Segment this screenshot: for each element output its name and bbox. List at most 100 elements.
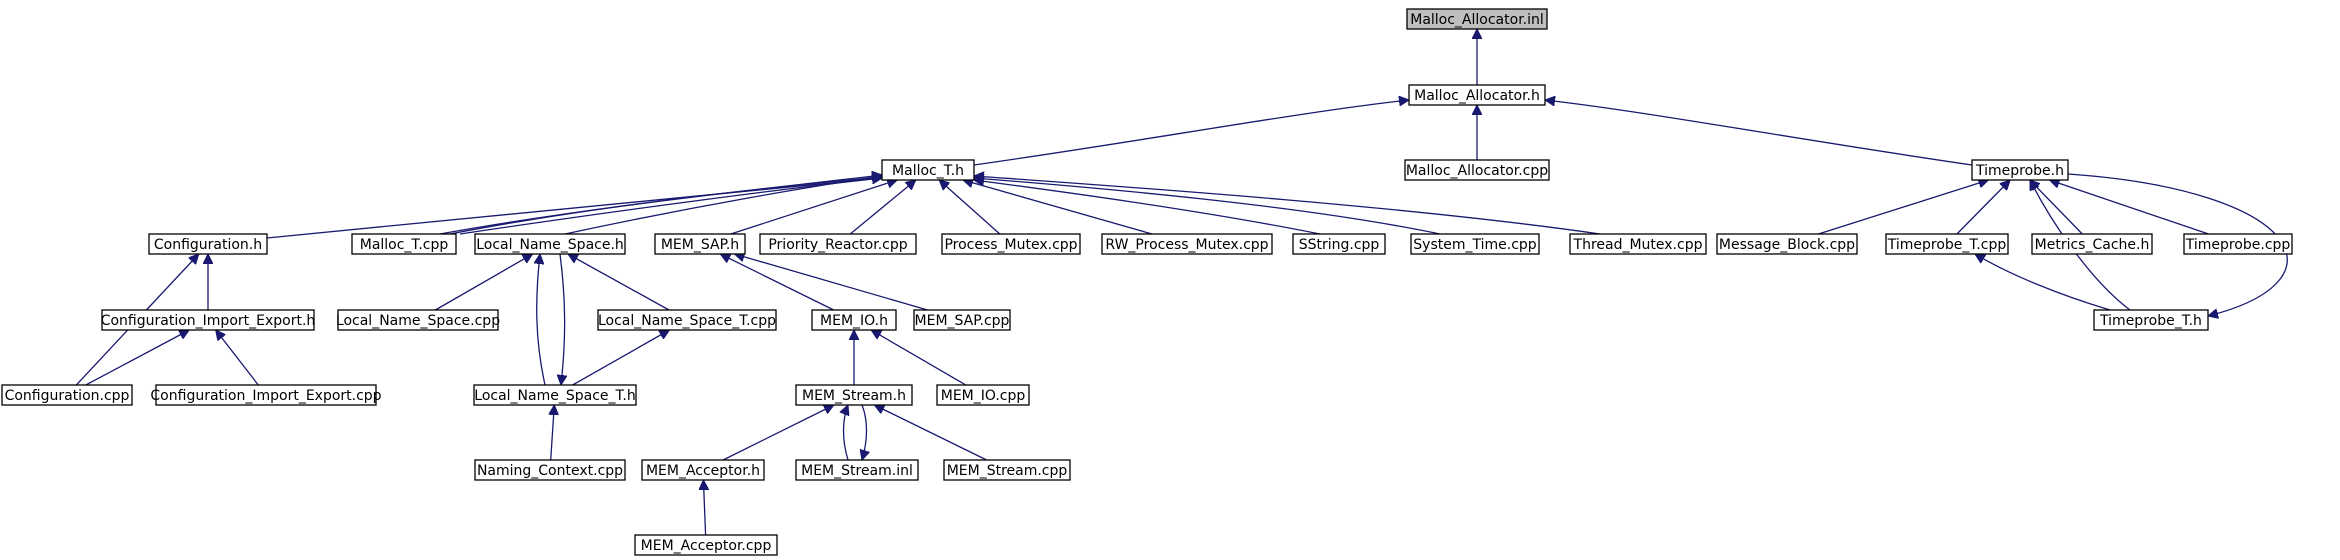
node-mem-io-cpp[interactable]: MEM_IO.cpp (936, 384, 1030, 406)
node-malloc-allocator-h[interactable]: Malloc_Allocator.h (1408, 84, 1546, 106)
node-mem-acceptor-h[interactable]: MEM_Acceptor.h (641, 459, 765, 481)
node-label: Priority_Reactor.cpp (768, 237, 907, 253)
edge-timeprobe-t-h-to-timeprobe-t-cpp (1975, 254, 2111, 311)
edge-thread-mutex-cpp-to-malloc-t-h (974, 176, 1601, 235)
node-box (155, 384, 377, 406)
node-box (1292, 233, 1386, 255)
node-mem-acceptor-cpp[interactable]: MEM_Acceptor.cpp (634, 534, 778, 556)
node-timeprobe-h[interactable]: Timeprobe.h (1971, 159, 2069, 181)
node-box (597, 309, 777, 331)
node-label: Local_Name_Space_T.h (474, 388, 635, 404)
node-box (941, 233, 1081, 255)
node-box (101, 309, 315, 331)
node-rw-process-mutex-cpp[interactable]: RW_Process_Mutex.cpp (1101, 233, 1273, 255)
node-label: Malloc_Allocator.cpp (1406, 163, 1548, 179)
node-box (148, 233, 268, 255)
node-box (473, 384, 637, 406)
node-mem-io-h[interactable]: MEM_IO.h (811, 309, 897, 331)
edge-mem-stream-h-to-mem-stream-inl (862, 404, 867, 460)
edge-timeprobe-cpp-to-timeprobe-h (2050, 180, 2209, 235)
node-box (634, 534, 778, 556)
edge-mem-sap-h-to-malloc-t-h (730, 180, 897, 235)
edge-process-mutex-cpp-to-malloc-t-h (939, 180, 1001, 235)
node-local-name-space-t-h[interactable]: Local_Name_Space_T.h (473, 384, 637, 406)
node-label: Configuration_Import_Export.h (101, 313, 316, 329)
node-box (654, 233, 746, 255)
node-priority-reactor-cpp[interactable]: Priority_Reactor.cpp (759, 233, 917, 255)
node-box (936, 384, 1030, 406)
edge-local-name-space-t-h-to-malloc-t-h (459, 178, 882, 235)
edge-configuration-import-export-cpp-to-configuration-import-export-h (216, 330, 259, 386)
edge-mem-sap-cpp-to-mem-sap-h (735, 254, 928, 311)
edge-configuration-cpp-to-configuration-import-export-h (85, 329, 189, 386)
node-box (2183, 233, 2293, 255)
node-malloc-t-cpp[interactable]: Malloc_T.cpp (351, 233, 457, 255)
node-label: MEM_Stream.inl (801, 463, 913, 479)
edge-mem-stream-cpp-to-mem-stream-h (874, 405, 987, 461)
node-mem-sap-h[interactable]: MEM_SAP.h (654, 233, 746, 255)
node-timeprobe-cpp[interactable]: Timeprobe.cpp (2183, 233, 2293, 255)
edge-local-name-space-h-to-malloc-t-h (564, 176, 882, 235)
edge-sstring-cpp-to-malloc-t-h (974, 180, 1321, 235)
node-mem-stream-inl[interactable]: MEM_Stream.inl (795, 459, 919, 481)
node-process-mutex-cpp[interactable]: Process_Mutex.cpp (941, 233, 1081, 255)
edge-configuration-h-to-malloc-t-h (266, 178, 882, 239)
edge-local-name-space-cpp-to-local-name-space-h (435, 253, 532, 311)
node-label: Timeprobe_T.cpp (1887, 237, 2007, 253)
edge-local-name-space-cpp-to-malloc-t-h (449, 177, 882, 235)
edge-local-name-space-t-h-to-local-name-space-h (537, 254, 546, 386)
node-metrics-cache-h[interactable]: Metrics_Cache.h (2031, 233, 2153, 255)
node-mem-stream-cpp[interactable]: MEM_Stream.cpp (943, 459, 1071, 481)
node-timeprobe-t-cpp[interactable]: Timeprobe_T.cpp (1885, 233, 2009, 255)
node-mem-sap-cpp[interactable]: MEM_SAP.cpp (913, 309, 1011, 331)
node-label: Message_Block.cpp (1719, 237, 1855, 253)
node-box (2093, 309, 2209, 331)
node-box (1716, 233, 1858, 255)
node-label: Timeprobe_T.h (2099, 313, 2202, 329)
node-configuration-import-export-cpp[interactable]: Configuration_Import_Export.cpp (150, 384, 382, 406)
node-configuration-h[interactable]: Configuration.h (148, 233, 268, 255)
node-timeprobe-t-h[interactable]: Timeprobe_T.h (2093, 309, 2209, 331)
node-local-name-space-t-cpp[interactable]: Local_Name_Space_T.cpp (597, 309, 777, 331)
node-malloc-allocator-cpp[interactable]: Malloc_Allocator.cpp (1404, 159, 1550, 181)
node-malloc-t-h[interactable]: Malloc_T.h (881, 159, 975, 181)
node-system-time-cpp[interactable]: System_Time.cpp (1410, 233, 1540, 255)
node-box (881, 159, 975, 181)
node-label: Malloc_Allocator.inl (1410, 12, 1544, 28)
node-label: Configuration.h (154, 237, 262, 253)
node-configuration-cpp[interactable]: Configuration.cpp (1, 384, 133, 406)
node-label: System_Time.cpp (1413, 237, 1537, 253)
node-box (351, 233, 457, 255)
node-box (474, 233, 626, 255)
node-label: MEM_SAP.h (661, 237, 739, 253)
edge-mem-io-cpp-to-mem-io-h (871, 330, 967, 386)
node-sstring-cpp[interactable]: SString.cpp (1292, 233, 1386, 255)
node-malloc-allocator-inl[interactable]: Malloc_Allocator.inl (1406, 8, 1548, 30)
edge-malloc-t-h-to-malloc-allocator-h (973, 100, 1409, 166)
node-local-name-space-cpp[interactable]: Local_Name_Space.cpp (336, 309, 500, 331)
node-thread-mutex-cpp[interactable]: Thread_Mutex.cpp (1569, 233, 1707, 255)
node-label: MEM_Stream.cpp (947, 463, 1068, 479)
edge-timeprobe-t-cpp-to-timeprobe-h (1956, 180, 2010, 235)
edge-rw-process-mutex-cpp-to-malloc-t-h (963, 180, 1153, 235)
node-label: Timeprobe.h (1975, 163, 2064, 179)
node-mem-stream-h[interactable]: MEM_Stream.h (795, 384, 913, 406)
node-label: MEM_IO.h (820, 313, 888, 329)
node-box (1, 384, 133, 406)
node-configuration-import-export-h[interactable]: Configuration_Import_Export.h (101, 309, 316, 331)
edge-mem-stream-inl-to-mem-stream-h (844, 405, 849, 461)
node-label: MEM_Stream.h (802, 388, 906, 404)
node-label: Configuration.cpp (5, 388, 130, 404)
edge-message-block-cpp-to-timeprobe-h (1818, 180, 1989, 235)
node-naming-context-cpp[interactable]: Naming_Context.cpp (474, 459, 626, 481)
node-local-name-space-h[interactable]: Local_Name_Space.h (474, 233, 626, 255)
node-message-block-cpp[interactable]: Message_Block.cpp (1716, 233, 1858, 255)
node-label: MEM_SAP.cpp (915, 313, 1010, 329)
node-layer: Malloc_Allocator.inlMalloc_Allocator.hMa… (1, 8, 2293, 556)
node-box (337, 309, 499, 331)
edge-priority-reactor-cpp-to-malloc-t-h (849, 180, 916, 235)
node-box (943, 459, 1071, 481)
edge-layer (75, 29, 2288, 536)
node-box (1885, 233, 2009, 255)
